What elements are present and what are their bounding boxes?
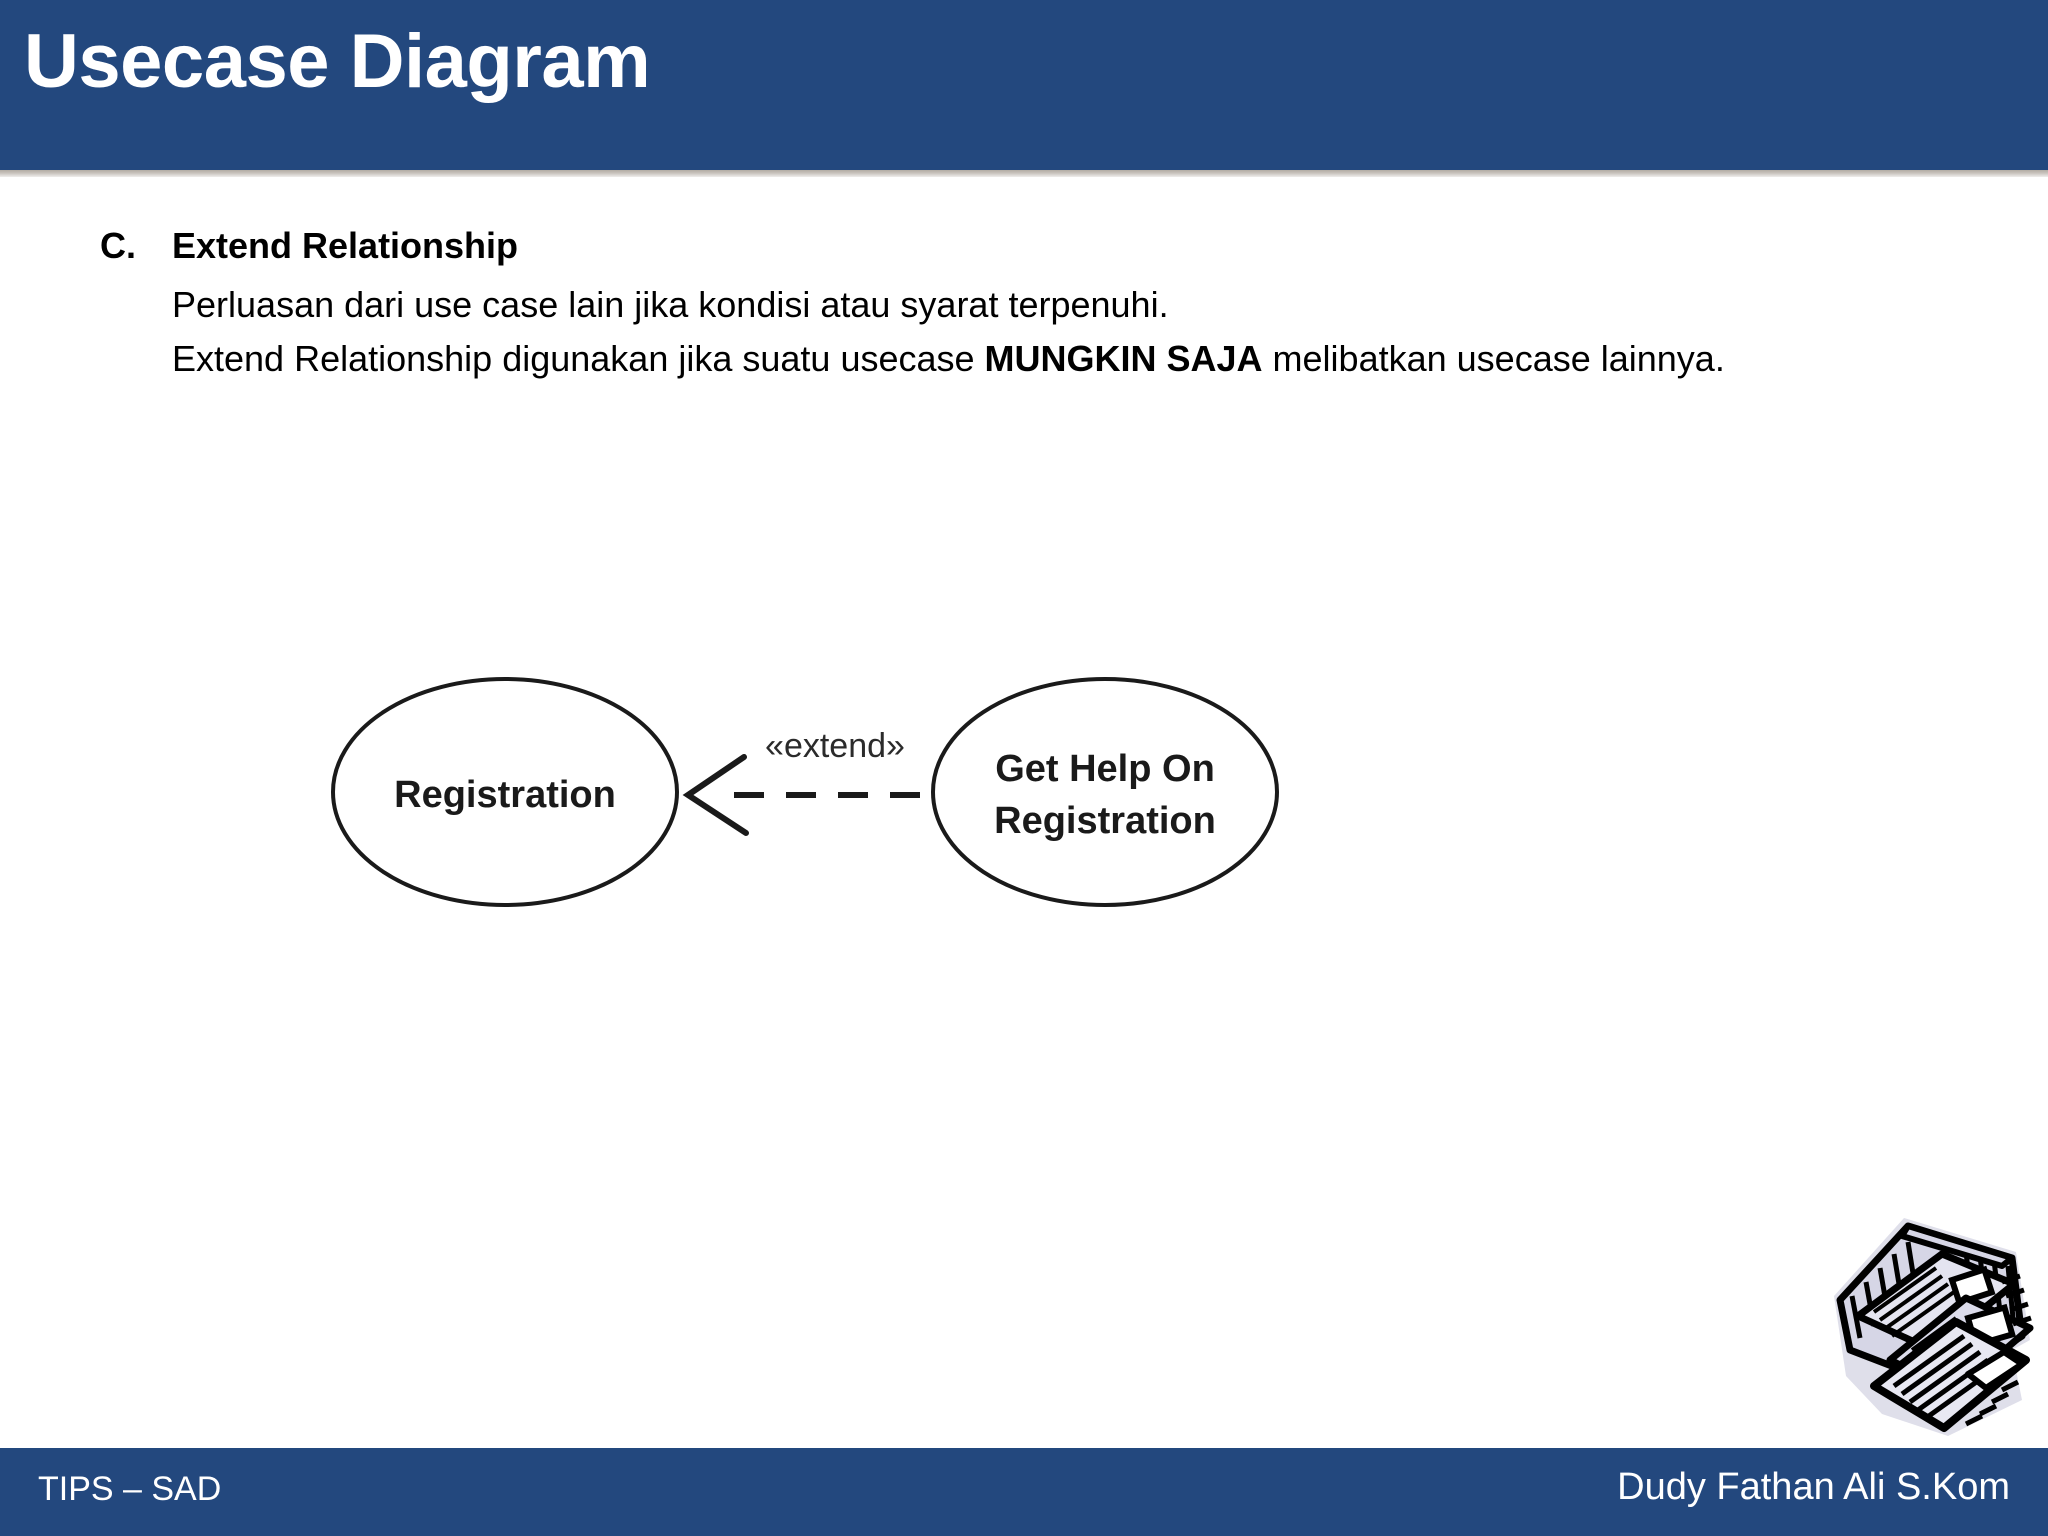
floppy-disks-clipart-svg xyxy=(1834,1218,2034,1436)
section-heading: Extend Relationship xyxy=(172,225,519,266)
extend-stereotype-label: «extend» xyxy=(765,727,905,765)
slide-footer-bar: TIPS – SAD Dudy Fathan Ali S.Kom xyxy=(0,1448,2048,1536)
footer-author-label: Dudy Fathan Ali S.Kom xyxy=(1617,1466,2010,1508)
list-marker-c: C. xyxy=(100,225,136,266)
header-shadow-divider xyxy=(0,170,2048,177)
slide-header-bar: Usecase Diagram xyxy=(0,0,2048,170)
footer-course-label: TIPS – SAD xyxy=(38,1470,222,1508)
clipart-floppy-front-shutter xyxy=(1965,1349,2025,1391)
extend-relationship-block: C. Extend Relationship Perluasan dari us… xyxy=(100,222,1915,385)
paragraph-usage: Extend Relationship digunakan jika suatu… xyxy=(172,333,1914,385)
usecase-extend-diagram: Registration «extend» Get Help On Regist… xyxy=(330,637,1330,917)
usecase-label-get-help-line1: Get Help On xyxy=(995,748,1215,790)
slide-content: C. Extend Relationship Perluasan dari us… xyxy=(0,177,2048,1448)
paragraph-usage-emphasis: MUNGKIN SAJA xyxy=(984,337,1263,379)
list-item-body: Extend Relationship Perluasan dari use c… xyxy=(172,222,1915,385)
clipart-floppy-back-shutter xyxy=(1948,1265,1996,1307)
list-item: C. Extend Relationship Perluasan dari us… xyxy=(100,222,1915,385)
clipart-edge-hatch xyxy=(1964,1273,2032,1427)
usecase-ellipse-get-help xyxy=(931,677,1279,907)
usecase-ellipse-registration xyxy=(331,677,679,907)
paragraph-definition: Perluasan dari use case lain jika kondis… xyxy=(172,283,1169,325)
usecase-label-registration: Registration xyxy=(394,774,616,816)
clipart-floppy-front-lines xyxy=(1892,1333,1998,1421)
paragraph-usage-part1: Extend Relationship digunakan jika suatu… xyxy=(172,337,985,379)
clipart-floppy-back-lines xyxy=(1872,1266,1956,1338)
clipart-group xyxy=(1834,1218,2034,1436)
extend-arrowhead-icon xyxy=(682,754,749,836)
paragraph-usage-part2: melibatkan usecase lainnya. xyxy=(1262,337,1725,379)
usecase-label-get-help-line2: Registration xyxy=(994,800,1216,842)
clipart-tray-lip xyxy=(1899,1223,2015,1269)
usecase-diagram-svg: Registration «extend» Get Help On Regist… xyxy=(331,677,1279,907)
floppy-disks-clipart xyxy=(1816,1200,2048,1440)
page-title: Usecase Diagram xyxy=(24,19,651,104)
